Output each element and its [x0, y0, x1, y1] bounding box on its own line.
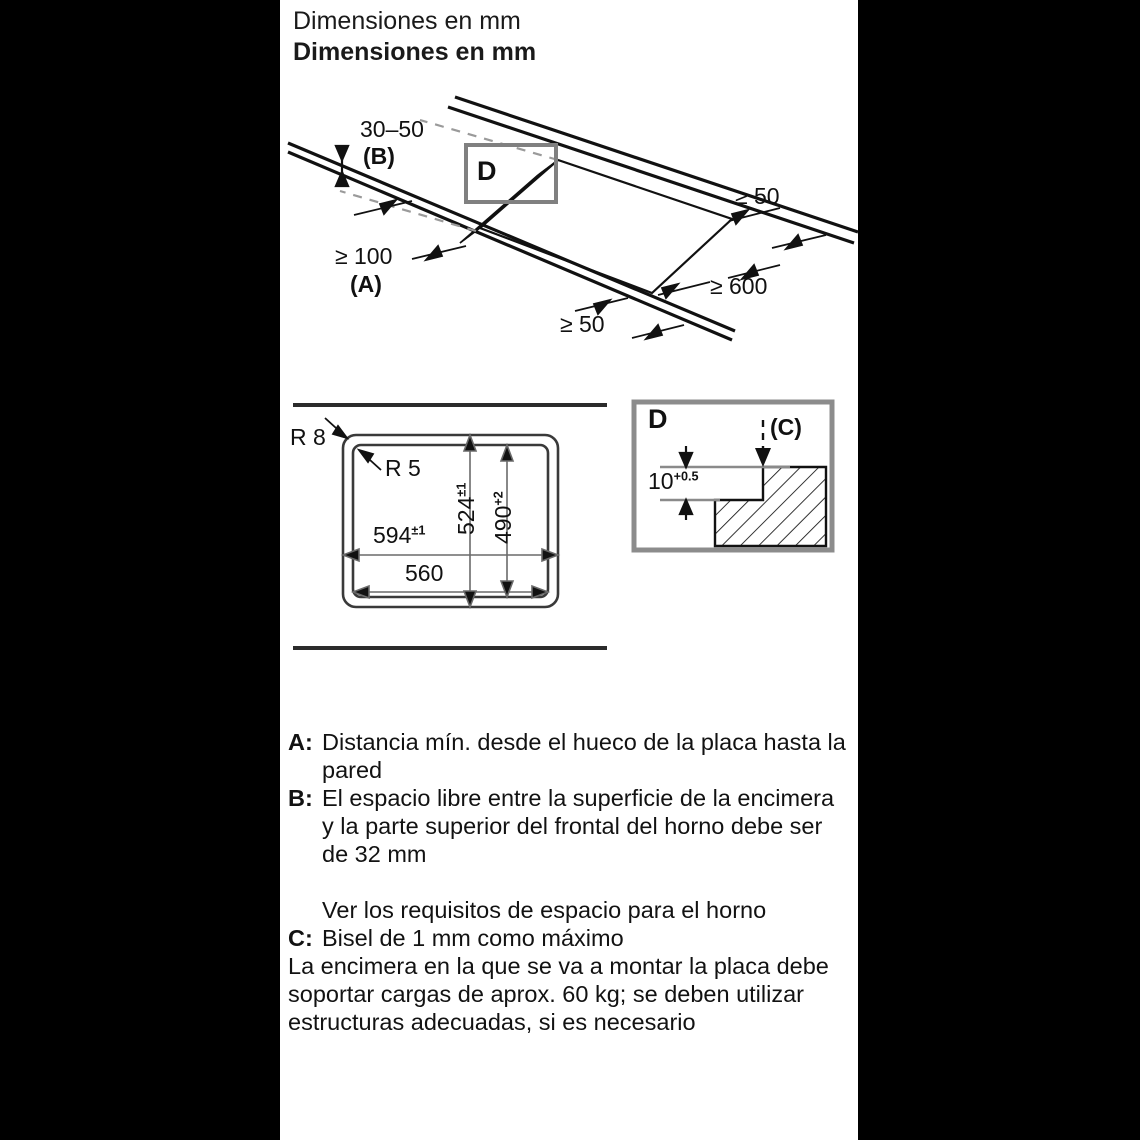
page-title-regular: Dimensiones en mm — [293, 7, 521, 35]
page-title-block: Dimensiones en mm Dimensiones en mm — [293, 6, 838, 68]
label-right-clearance: ≥ 50 — [735, 183, 780, 209]
figure-installation-isometric: 30–50 (B) ≥ 100 (A) D ≥ 50 ≥ 600 ≥ 50 — [280, 88, 859, 378]
legend-entry-text: El espacio libre entre la superficie de … — [322, 785, 835, 867]
label-detail-d-title: D — [648, 404, 668, 434]
label-detail-callout-d: D — [477, 156, 497, 186]
label-front-clearance: ≥ 50 — [560, 311, 605, 337]
label-detail-thickness-tolerance: +0.5 — [673, 469, 699, 484]
label-cutout-depth-value: 490 — [490, 505, 516, 544]
page-title-bold: Dimensiones en mm — [293, 38, 537, 66]
legend-continuation-text: Ver los requisitos de espacio para el ho… — [322, 897, 767, 923]
legend-entry-key: A: — [288, 729, 313, 755]
label-rear-depth: ≥ 600 — [710, 273, 768, 299]
legend-entry: A: Distancia mín. desde el hueco de la pl… — [288, 728, 848, 784]
label-outer-depth-value: 524 — [453, 496, 479, 535]
legend-entry-text: Distancia mín. desde el hueco de la plac… — [322, 729, 846, 783]
label-detail-thickness-value: 10 — [648, 468, 674, 494]
label-outer-radius: R 8 — [290, 424, 326, 450]
legend-spacer — [288, 868, 848, 896]
figure-cutout-plan: R 8 R 5 594±1 560 524±1 490+2 — [285, 392, 615, 662]
label-cutout-depth: 490+2 — [490, 491, 517, 544]
legend-entry: B: El espacio libre entre la superficie d… — [288, 784, 848, 868]
label-cutout-width: 560 — [405, 560, 444, 586]
legend-block: A: Distancia mín. desde el hueco de la pl… — [288, 728, 848, 1036]
label-wall-distance: ≥ 100 — [335, 243, 393, 269]
document-sheet: Dimensiones en mm Dimensiones en mm — [280, 0, 859, 1140]
label-outer-depth: 524±1 — [453, 483, 480, 535]
label-gap-front-ref: (B) — [363, 143, 395, 169]
legend-entry: C: Bisel de 1 mm como máximo — [288, 924, 848, 952]
label-cutout-depth-tolerance: +2 — [491, 491, 506, 506]
legend-entry-key: B: — [288, 785, 313, 811]
label-outer-depth-tolerance: ±1 — [454, 482, 469, 497]
label-wall-distance-ref: (A) — [350, 271, 382, 297]
legend-entry-text: Bisel de 1 mm como máximo — [322, 925, 624, 951]
label-inner-radius: R 5 — [385, 455, 421, 481]
label-bevel-ref: (C) — [770, 414, 802, 440]
label-outer-width: 594±1 — [373, 522, 425, 549]
figure-detail-d: D 10+0.5 (C) — [630, 398, 840, 558]
legend-paragraph: La encimera en la que se va a montar la … — [288, 953, 829, 1035]
legend-entry-key: C: — [288, 925, 313, 951]
label-outer-width-tolerance: ±1 — [411, 523, 426, 538]
label-outer-width-value: 594 — [373, 522, 412, 548]
label-gap-front-range: 30–50 — [360, 116, 424, 142]
label-detail-thickness: 10+0.5 — [648, 468, 699, 495]
